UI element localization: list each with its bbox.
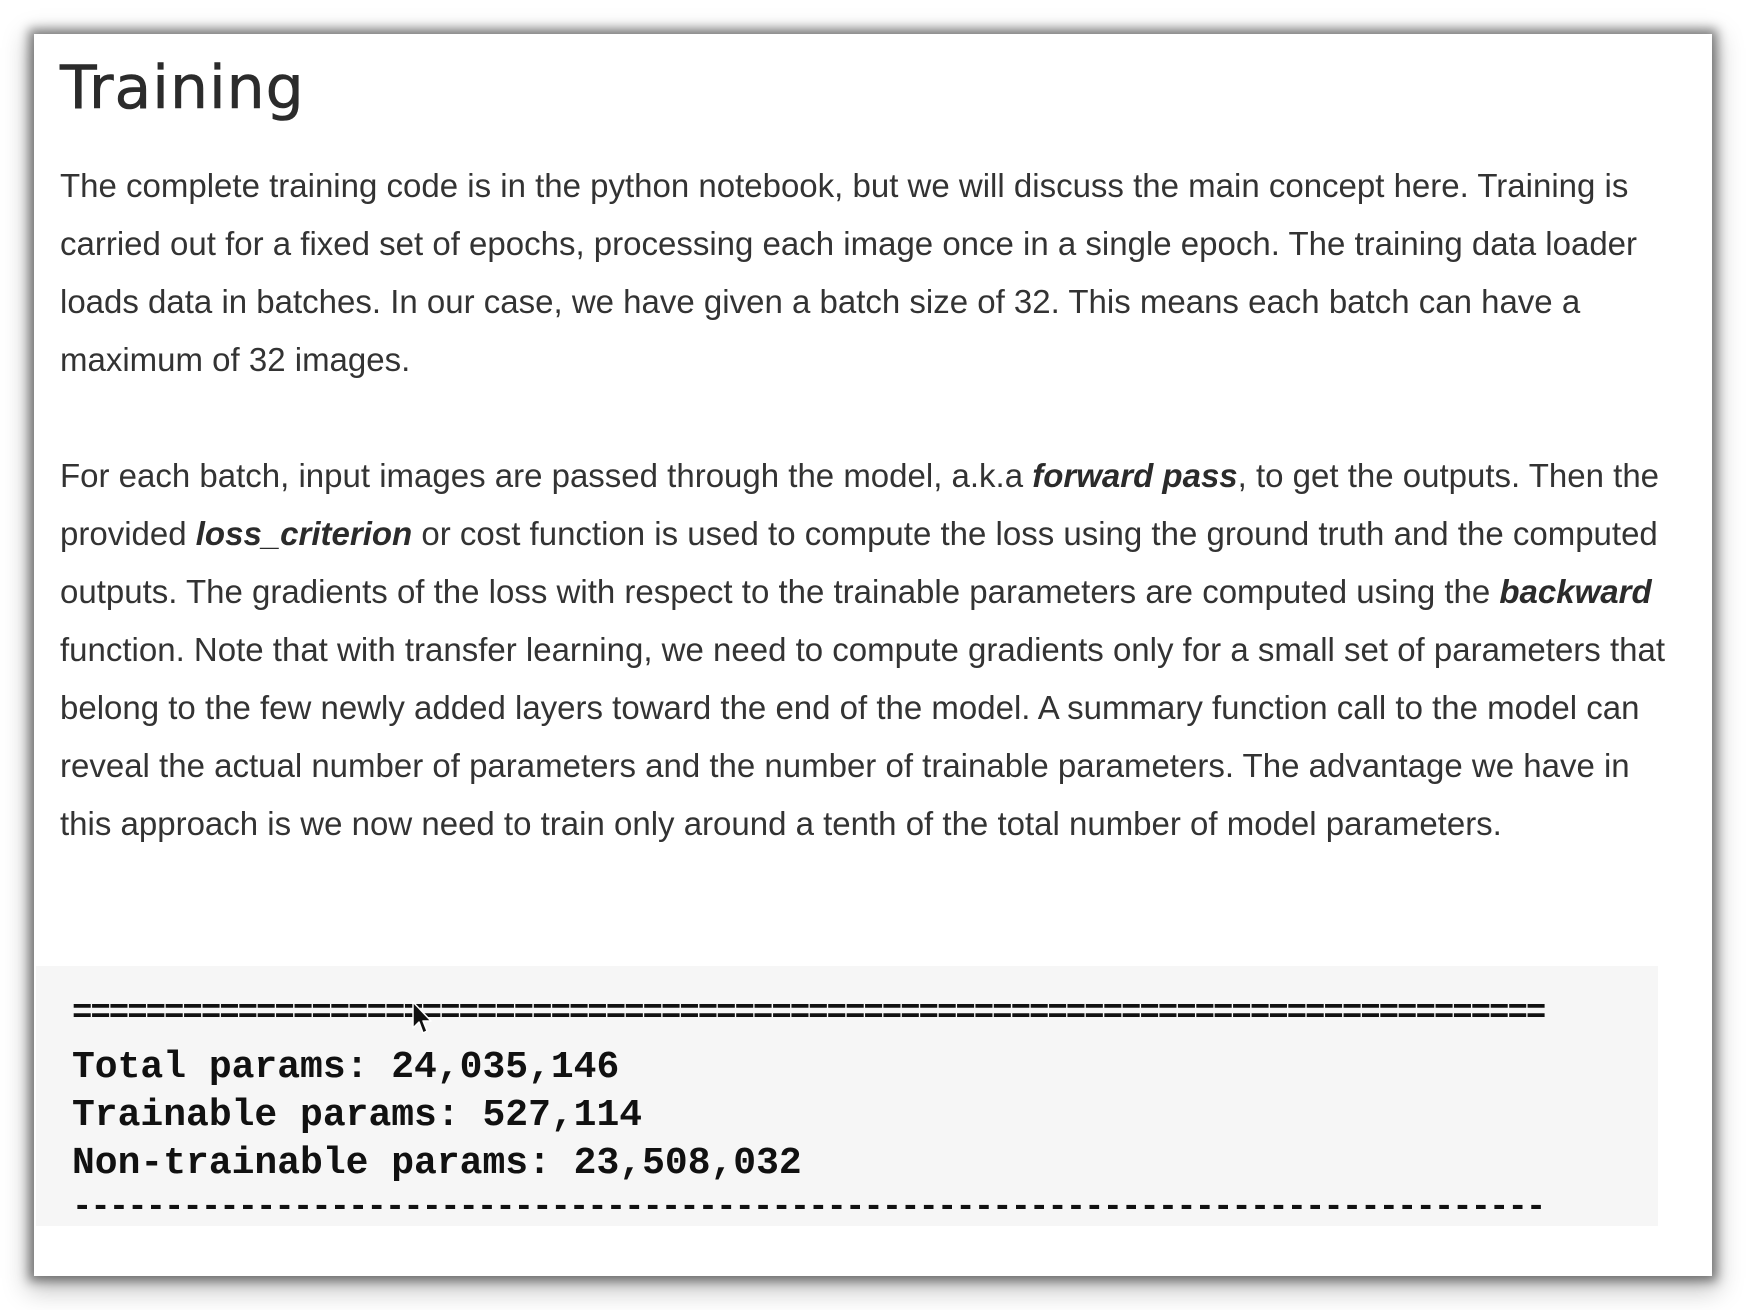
paragraph-text-segment: or cost function is used to compute the … [60,515,1658,610]
paragraph-text-segment: For each batch, input images are passed … [60,457,1033,494]
separator-double-rule: ========================================… [72,995,1546,1033]
paragraph-text-segment: function. Note that with transfer learni… [60,631,1666,842]
paragraph-training-intro: The complete training code is in the pyt… [60,167,1638,378]
paragraph-text-segment: , to get the outputs. Then the provided [60,457,1660,552]
model-summary-output: ========================================… [36,966,1658,1227]
mouse-pointer-icon [412,1001,432,1034]
emphasis-backward: backward [1499,573,1652,610]
emphasis-loss-criterion: loss_criterion [195,515,413,552]
non-trainable-params-line: Non-trainable params: 23,508,032 [72,1142,802,1185]
trainable-params-line: Trainable params: 527,114 [72,1094,643,1137]
paragraph-training-process: For each batch, input images are passed … [60,447,1686,853]
total-params-line: Total params: 24,035,146 [72,1046,620,1089]
section-heading: Training [60,53,305,124]
separator-dash-rule: ----------------------------------------… [72,1189,1546,1227]
emphasis-forward-pass: forward pass [1032,457,1238,494]
